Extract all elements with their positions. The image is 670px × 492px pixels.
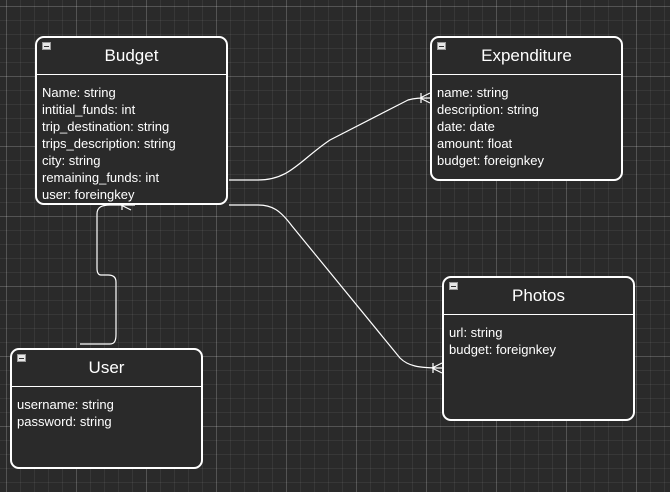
field: date: date [437,119,495,134]
field: description: string [437,102,539,117]
entity-user-header[interactable]: User [12,350,201,387]
field-list: name: string description: string date: d… [432,75,621,169]
field: intitial_funds: int [42,102,136,117]
entity-title: Photos [512,286,565,305]
link-budget-photos [229,204,443,369]
entity-user[interactable]: User username: string password: string [10,348,203,469]
entity-title: Budget [104,46,159,65]
collapse-icon[interactable] [437,42,446,50]
field: password: string [17,414,112,429]
field: url: string [449,325,503,340]
field: trip_destination: string [42,119,170,134]
entity-budget-header[interactable]: Budget [37,38,226,75]
field: user: foreingkey [42,187,135,202]
field: city: string [42,153,101,168]
field-list: username: string password: string [12,387,201,430]
field: name: string [437,85,509,100]
collapse-icon[interactable] [449,282,458,290]
collapse-icon[interactable] [17,354,26,362]
field-list: url: string budget: foreignkey [444,315,633,358]
entity-expenditure-header[interactable]: Expenditure [432,38,621,75]
entity-title: Expenditure [481,46,572,65]
field: username: string [17,397,114,412]
entity-title: User [88,358,125,377]
field-list: Name: string intitial_funds: int trip_de… [37,75,226,203]
entity-budget[interactable]: Budget Name: string intitial_funds: int … [35,36,228,205]
field: budget: foreignkey [437,153,544,168]
entity-expenditure[interactable]: Expenditure name: string description: st… [430,36,623,181]
field: Name: string [42,85,116,100]
link-user-budget [80,204,135,345]
field: budget: foreignkey [449,342,556,357]
crowsfoot-expenditure-icon [419,92,431,104]
entity-photos[interactable]: Photos url: string budget: foreignkey [442,276,635,421]
link-budget-expenditure [229,97,431,181]
crowsfoot-photos-icon [431,362,443,374]
field: trips_description: string [42,136,176,151]
collapse-icon[interactable] [42,42,51,50]
field: remaining_funds: int [42,170,160,185]
entity-photos-header[interactable]: Photos [444,278,633,315]
field: amount: float [437,136,513,151]
